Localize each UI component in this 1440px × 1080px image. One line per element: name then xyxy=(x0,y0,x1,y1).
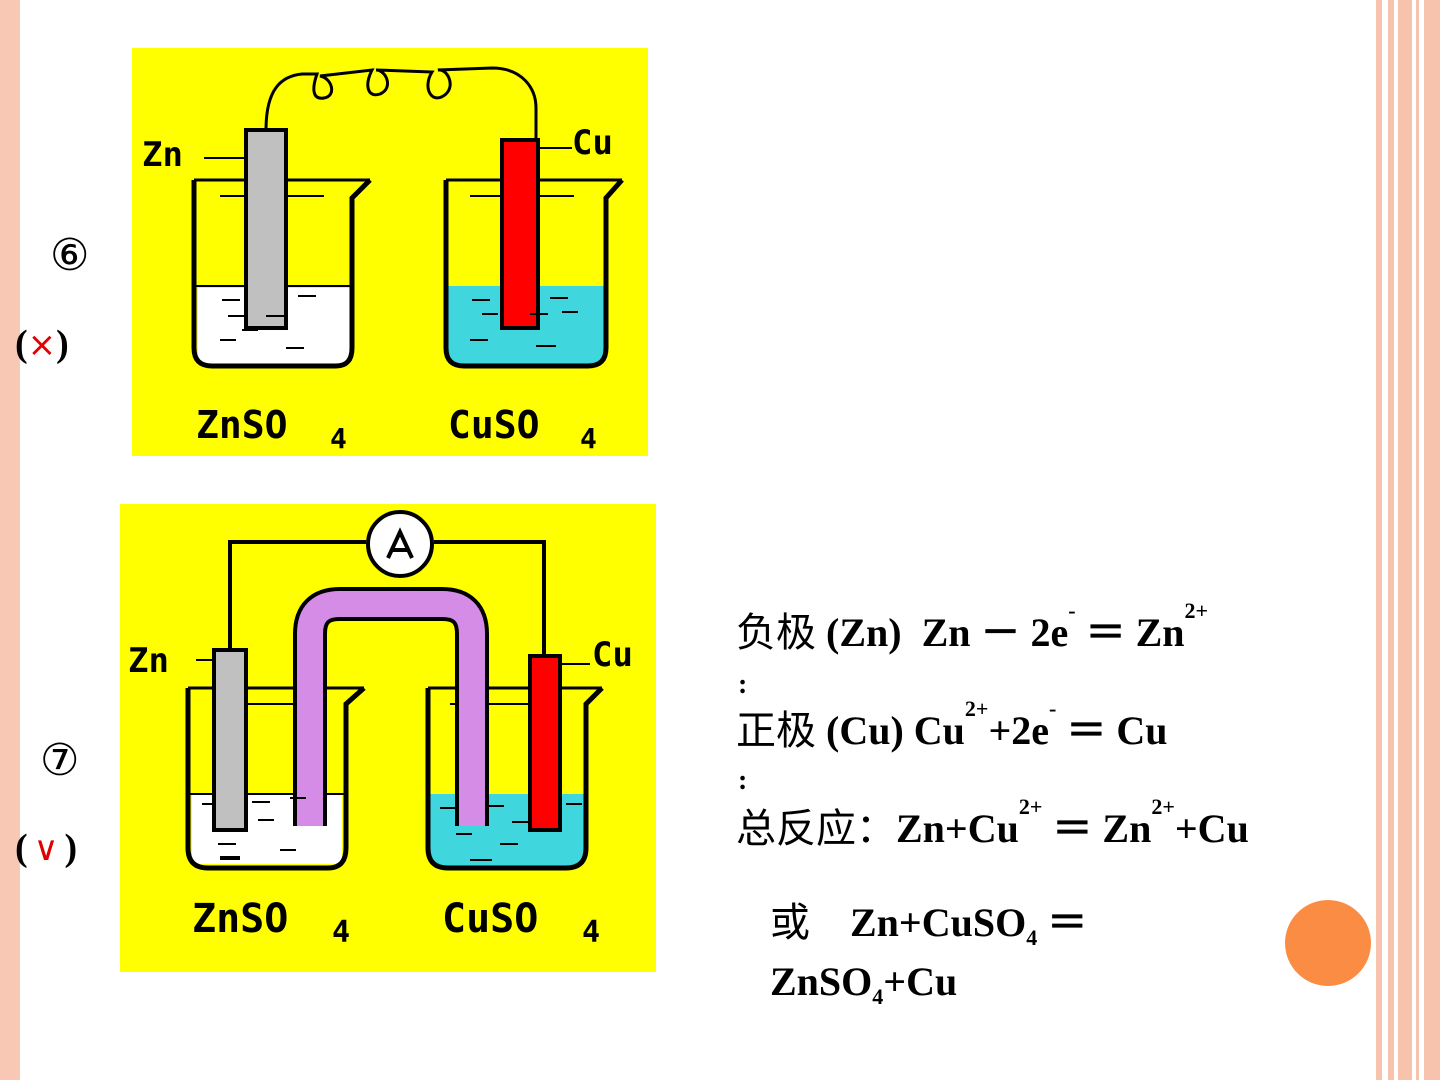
alternative-equation-continued: ZnSO4+Cu xyxy=(770,958,957,1010)
ammeter-symbol: A xyxy=(400,546,401,549)
fig6-mark-close: ) xyxy=(56,323,69,365)
fig6-cuso4-label: CuSO xyxy=(448,403,540,447)
total-rxn-part2: ＝ Zn xyxy=(1042,806,1152,851)
colon-dots: : xyxy=(738,669,748,700)
total-rxn-sup2: 2+ xyxy=(1151,794,1175,819)
total-rxn-part1: Zn+Cu xyxy=(896,806,1019,851)
total-rxn-sup1: 2+ xyxy=(1018,794,1043,819)
alt-rxn-part4: +Cu xyxy=(883,959,958,1004)
figure-6-result: (×) xyxy=(15,322,69,366)
positive-rxn-part3: ＝ Cu xyxy=(1056,708,1168,753)
alt-rxn-part2: ＝ xyxy=(1037,900,1088,945)
negative-rxn-sup1: - xyxy=(1068,598,1076,623)
fig7-cuso4-sub: 4 xyxy=(582,915,600,950)
figure-7-number: ⑦ xyxy=(40,735,80,786)
fig6-cuso4-sub: 4 xyxy=(580,422,597,455)
positive-electrode-name: (Cu) xyxy=(826,708,904,753)
negative-electrode-label: 负极 xyxy=(736,610,816,656)
fig6-znso4-sub: 4 xyxy=(330,422,347,455)
positive-rxn-sup1: 2+ xyxy=(964,696,989,721)
negative-rxn-sup2: 2+ xyxy=(1184,598,1209,623)
positive-electrode-label: 正极 xyxy=(736,708,816,754)
left-decor-stripe xyxy=(0,0,20,1080)
fig7-cu-label: Cu xyxy=(592,635,633,675)
fig6-cu-label: Cu xyxy=(572,123,613,163)
negative-rxn-part1: Zn － 2e xyxy=(921,610,1069,655)
fig7-mark-open: ( xyxy=(15,827,28,869)
fig6-znso4-label: ZnSO xyxy=(196,403,288,447)
positive-rxn-part1: Cu xyxy=(913,708,965,753)
figure-6-cell: Zn Cu ZnSO 4 CuSO 4 xyxy=(132,48,648,456)
check-mark-icon: ∨ xyxy=(33,829,59,869)
fig6-zn-label: Zn xyxy=(142,135,183,175)
alt-rxn-sub1: 4 xyxy=(1026,925,1038,950)
fig7-znso4-sub: 4 xyxy=(332,915,350,950)
fig7-mark-close: ) xyxy=(64,827,78,869)
fig7-zn-label: Zn xyxy=(128,641,169,681)
colon-dots-2: : xyxy=(738,765,748,796)
fig7-cuso4-label: CuSO xyxy=(442,896,538,942)
total-reaction-label: 总反应： xyxy=(736,806,896,852)
right-decor-stripes xyxy=(1376,0,1440,1080)
figure-7-cell: A Zn Cu ZnSO xyxy=(120,504,656,972)
fig6-mark-open: ( xyxy=(15,323,28,365)
alt-rxn-sub2: 4 xyxy=(872,984,884,1009)
positive-rxn-sup2: - xyxy=(1049,696,1057,721)
figure-6-number: ⑥ xyxy=(50,230,90,281)
alt-rxn-part1: Zn+CuSO xyxy=(850,900,1027,945)
alt-rxn-part3: ZnSO xyxy=(770,959,873,1004)
positive-electrode-equation: 正极 (Cu) Cu2++2e- ＝ Cu xyxy=(736,696,1168,756)
negative-electrode-equation: 负极 (Zn) Zn － 2e- ＝ Zn2+ xyxy=(736,598,1209,658)
alternative-equation: 或 Zn+CuSO4 ＝ xyxy=(770,890,1087,951)
or-label: 或 xyxy=(770,900,810,946)
figure-7-result: (∨) xyxy=(15,826,77,870)
positive-rxn-part2: +2e xyxy=(988,708,1050,753)
negative-electrode-name: (Zn) xyxy=(826,610,902,655)
negative-rxn-part2: ＝ Zn xyxy=(1075,610,1185,655)
total-rxn-part3: +Cu xyxy=(1174,806,1249,851)
accent-dot xyxy=(1285,900,1371,986)
total-reaction-equation: 总反应：Zn+Cu2+ ＝ Zn2++Cu xyxy=(736,794,1249,854)
fig7-znso4-label: ZnSO xyxy=(192,896,288,942)
cross-mark-icon: × xyxy=(27,325,57,365)
